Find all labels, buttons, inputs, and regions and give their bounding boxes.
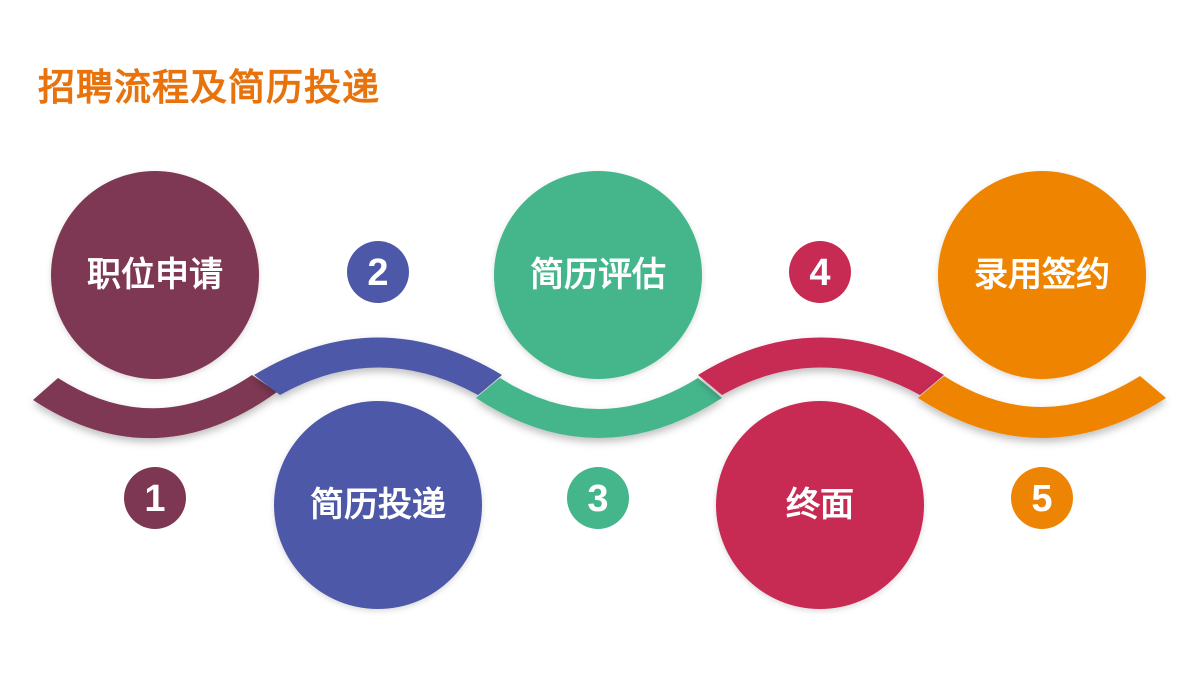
badge-circle (347, 241, 409, 303)
step-number-badges: 1 2 3 4 5 (124, 241, 1073, 529)
step-circle-shape (274, 401, 482, 609)
step-circle-1: 职位申请 (51, 171, 259, 379)
connector-arc-4 (698, 337, 944, 395)
step-number: 3 (587, 478, 608, 520)
step-number: 5 (1031, 478, 1052, 520)
badge-circle (1011, 467, 1073, 529)
step-circle-4: 终面 (716, 401, 924, 609)
step-label: 职位申请 (87, 255, 223, 295)
page-title: 招聘流程及简历投递 (38, 66, 380, 109)
step-number-badge-2: 2 (347, 241, 409, 303)
step-number: 2 (367, 252, 388, 294)
badge-circle (789, 241, 851, 303)
connector-arc-1 (33, 375, 277, 439)
step-circle-3: 简历评估 (494, 171, 702, 379)
step-number-badge-1: 1 (124, 467, 186, 529)
step-number: 1 (144, 478, 165, 520)
step-circle-2: 简历投递 (274, 401, 482, 609)
connector-arc-5 (918, 376, 1166, 438)
step-circle-shape (494, 171, 702, 379)
connector-arcs (33, 337, 1166, 439)
step-number-badge-3: 3 (567, 467, 629, 529)
connector-arc-2 (254, 337, 502, 395)
step-number-badge-5: 5 (1011, 467, 1073, 529)
step-circle-shape (938, 171, 1146, 379)
step-label: 终面 (786, 485, 854, 525)
step-circle-5: 录用签约 (938, 171, 1146, 379)
step-number: 4 (809, 252, 830, 294)
step-label: 录用签约 (974, 255, 1110, 295)
step-circle-shape (51, 171, 259, 379)
step-label: 简历评估 (530, 255, 666, 295)
step-label: 简历投递 (310, 485, 446, 525)
step-number-badge-4: 4 (789, 241, 851, 303)
connector-arc-3 (476, 378, 722, 438)
step-circle-shape (716, 401, 924, 609)
badge-circle (124, 467, 186, 529)
badge-circle (567, 467, 629, 529)
